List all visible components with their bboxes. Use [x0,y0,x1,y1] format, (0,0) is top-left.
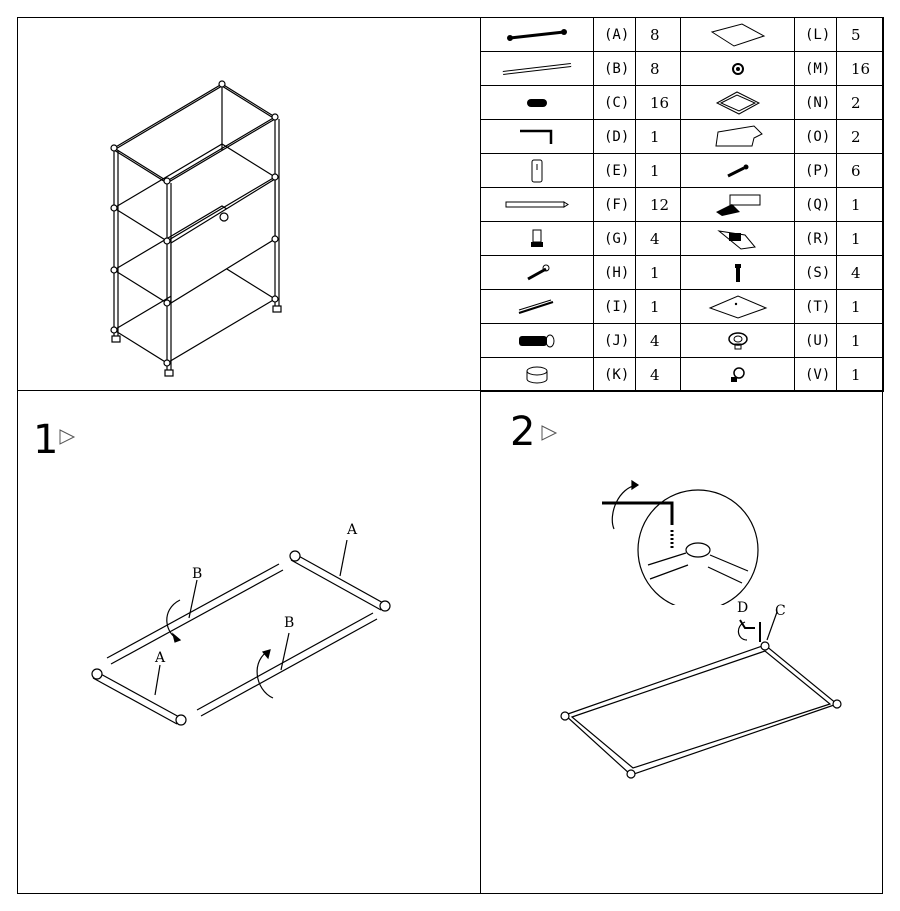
part-quantity: 1 [836,221,884,256]
part-i-pin-tool-icon [480,289,594,324]
step-1-label-b-right: B [284,615,295,631]
part-code: (T) [794,289,837,324]
part-quantity: 16 [635,85,681,120]
part-quantity: 4 [836,255,884,290]
part-code: (P) [794,153,837,188]
part-n-panel-icon [680,85,795,120]
part-a-rod-with-connectors-icon [480,17,594,52]
parts-row: (A)8 (L)5 [480,17,884,52]
part-quantity: 4 [635,357,681,392]
part-t-panel-icon [680,289,795,324]
part-quantity: 5 [836,17,884,52]
parts-row: (I)1(T)1 [480,289,884,324]
parts-list-table: (A)8(L)5(B)8(M)16(C)16(N)2(D)1(O)2(E)1(P… [480,17,884,392]
part-code: (R) [794,221,837,256]
step-2-number: 2 [510,409,536,455]
parts-row: (G)4 (R)1 [480,221,884,256]
part-quantity: 2 [836,85,884,120]
part-b-rod-icon [480,51,594,86]
part-p-screw-icon [680,153,795,188]
part-quantity: 1 [635,289,681,324]
part-k-cap-icon [480,357,594,392]
part-quantity: 12 [635,187,681,222]
part-g-foot-icon [480,221,594,256]
parts-row: (D)1 (O)2 [480,119,884,154]
part-code: (K) [593,357,636,392]
parts-row: (F)12 (Q)1 [480,187,884,222]
part-quantity: 1 [836,289,884,324]
part-v-knob-icon [680,357,795,392]
part-f-long-rod-icon [480,187,594,222]
part-quantity: 1 [635,153,681,188]
step-1-arrow-icon [59,429,76,445]
part-quantity: 2 [836,119,884,154]
step-1-label-a-left: A [155,650,166,666]
parts-row: (H)1 (S)4 [480,255,884,290]
part-code: (U) [794,323,837,358]
parts-row: (B)8 (M)16 [480,51,884,86]
part-code: (C) [593,85,636,120]
step-1-number: 1 [33,417,59,463]
part-code: (M) [794,51,837,86]
part-code: (L) [794,17,837,52]
part-h-wrench-icon [480,255,594,290]
part-c-pad-icon [480,85,594,120]
part-quantity: 6 [836,153,884,188]
part-quantity: 1 [836,357,884,392]
shelf-unit-illustration [110,80,282,377]
part-quantity: 1 [836,187,884,222]
part-s-bolt-icon [680,255,795,290]
part-code: (Q) [794,187,837,222]
part-code: (A) [593,17,636,52]
part-r-hinge-icon [680,221,795,256]
part-code: (H) [593,255,636,290]
parts-row: (K)4 (V)1 [480,357,884,392]
part-m-connector-screw-icon [680,51,795,86]
part-code: (J) [593,323,636,358]
part-quantity: 1 [635,119,681,154]
step-2-label-d: D [737,600,749,616]
part-code: (S) [794,255,837,290]
step-1-label-b-left: B [192,566,203,582]
part-l-panel-icon [680,17,795,52]
step-2-frame-illustration [560,611,842,779]
part-code: (V) [794,357,837,392]
part-code: (D) [593,119,636,154]
part-quantity: 16 [836,51,884,86]
part-e-sleeve-icon [480,153,594,188]
parts-row: (J)4 (U)1 [480,323,884,358]
part-quantity: 1 [635,255,681,290]
part-code: (O) [794,119,837,154]
part-quantity: 4 [635,323,681,358]
part-code: (G) [593,221,636,256]
part-code: (F) [593,187,636,222]
part-quantity: 1 [836,323,884,358]
part-quantity: 8 [635,17,681,52]
part-d-hex-key-icon [480,119,594,154]
part-code: (N) [794,85,837,120]
part-o-panel-icon [680,119,795,154]
part-code: (E) [593,153,636,188]
parts-row: (E)1 (P)6 [480,153,884,188]
parts-row: (C)16 (N)2 [480,85,884,120]
part-u-knob-icon [680,323,795,358]
part-j-bolt-icon [480,323,594,358]
step-1-frame-illustration [91,540,391,726]
manual-page-frame [17,17,883,894]
vertical-divider [480,17,481,894]
part-code: (I) [593,289,636,324]
step-2-arrow-icon [541,425,558,441]
part-quantity: 4 [635,221,681,256]
step-2-detail-illustration [602,479,759,605]
part-quantity: 8 [635,51,681,86]
part-code: (B) [593,51,636,86]
step-2-label-c: C [775,603,786,619]
step-1-label-a-top: A [347,522,358,538]
part-q-hinge-icon [680,187,795,222]
horizontal-divider [17,390,883,391]
